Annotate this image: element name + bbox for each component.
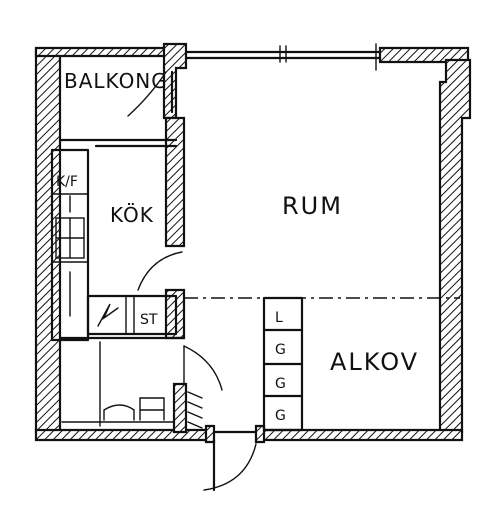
chair-2 <box>139 397 165 421</box>
exterior-walls <box>34 46 472 444</box>
wardrobe-label-g3: G <box>275 408 286 424</box>
entrance-jamb-right <box>254 424 266 444</box>
window-top <box>180 43 382 71</box>
shoe-rack <box>187 391 203 429</box>
kitchen-counter-bottom <box>86 294 178 336</box>
room-label-rum: RUM <box>282 192 343 220</box>
room-label-kok: KÖK <box>110 203 154 227</box>
balcony-room-wall <box>162 42 188 120</box>
kitchen-counter <box>50 148 90 342</box>
chair-1 <box>103 404 135 421</box>
wardrobe-label-g2: G <box>275 376 286 392</box>
dishwasher-icon <box>97 303 119 327</box>
room-label-alkov: ALKOV <box>330 348 419 376</box>
fixture-label-fridge-freezer: K/F <box>56 174 78 190</box>
right-wall <box>438 58 472 434</box>
entrance-door <box>203 430 258 492</box>
top-wall-balcony <box>34 46 184 58</box>
bottom-wall-right <box>256 428 464 442</box>
wardrobe-column <box>262 296 304 432</box>
kitchen-fixtures <box>50 148 183 342</box>
entrance-jamb-left <box>204 424 216 444</box>
fixture-label-stove: ST <box>140 312 158 328</box>
kitchen-room-wall <box>164 116 186 248</box>
wardrobe-label-g1: G <box>275 342 286 358</box>
hall-area <box>58 336 223 429</box>
hall-partition-lower <box>172 382 188 434</box>
wardrobe-label-l: L <box>275 310 283 326</box>
room-label-balkong: BALKONG <box>64 69 168 93</box>
balcony-door <box>127 70 174 117</box>
